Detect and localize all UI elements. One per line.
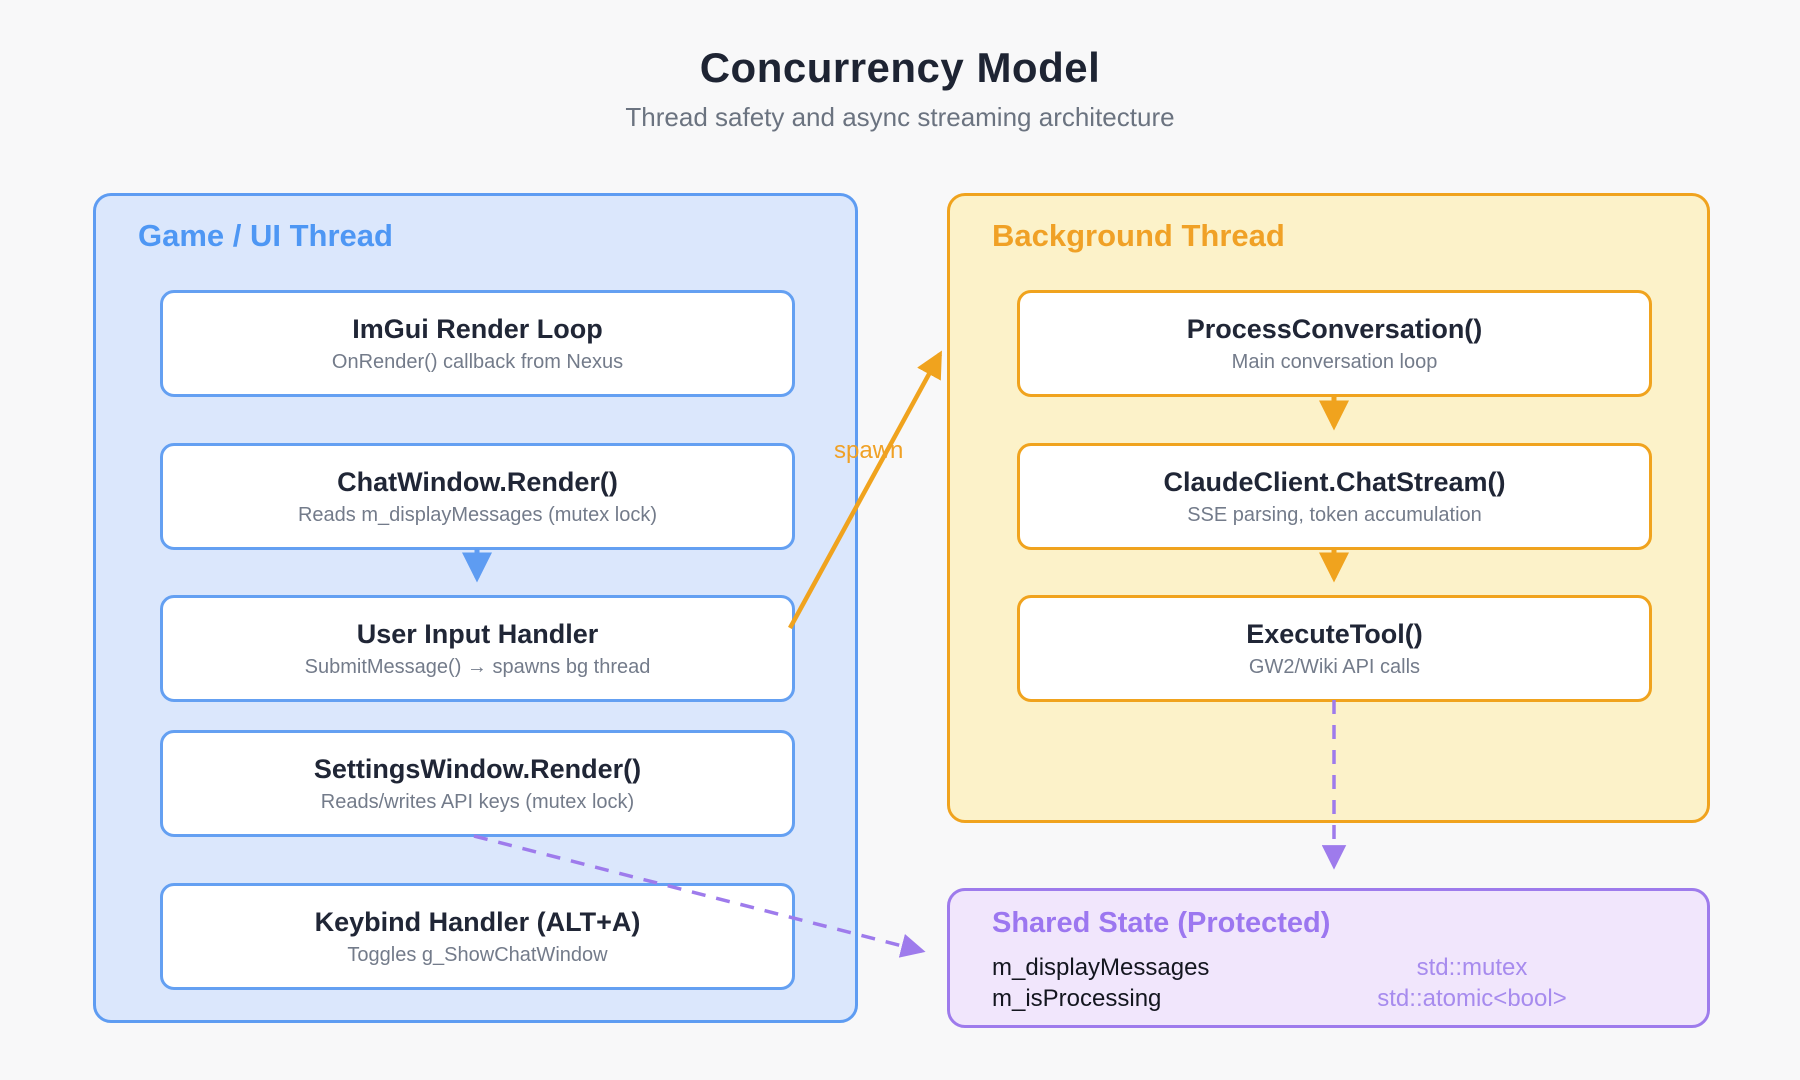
panel-game-ui-thread: Game / UI Thread ImGui Render Loop OnRen… [93,193,858,1023]
node-subtitle: Reads/writes API keys (mutex lock) [320,790,635,813]
panel-game-ui-thread-title: Game / UI Thread [138,218,393,253]
node-subtitle: GW2/Wiki API calls [1248,655,1421,678]
panel-background-thread: Background Thread ProcessConversation() … [947,193,1710,823]
node-title: ChatWindow.Render() [337,466,618,497]
node-title: ClaudeClient.ChatStream() [1163,466,1506,497]
node-subtitle: SubmitMessage() → spawns bg thread [304,655,651,678]
node-imgui-render-loop: ImGui Render Loop OnRender() callback fr… [160,290,795,397]
shared-variable-name: m_isProcessing [992,985,1162,1012]
shared-state-title: Shared State (Protected) [992,907,1331,939]
node-subtitle: Reads m_displayMessages (mutex lock) [297,503,658,526]
shared-variable-type: std::atomic<bool> [1377,985,1567,1012]
spawn-arrow-label: spawn [834,437,904,464]
node-title: ImGui Render Loop [352,313,603,344]
page-subtitle: Thread safety and async streaming archit… [625,102,1175,132]
shared-variable-type: std::mutex [1416,954,1528,981]
panel-background-thread-title: Background Thread [992,218,1285,253]
node-title: Keybind Handler (ALT+A) [314,906,641,937]
node-title: ExecuteTool() [1246,618,1423,649]
node-title: SettingsWindow.Render() [313,753,642,784]
page-title: Concurrency Model [699,44,1101,91]
node-settingswindow-render: SettingsWindow.Render() Reads/writes API… [160,730,795,837]
node-subtitle: SSE parsing, token accumulation [1187,503,1482,526]
node-title: ProcessConversation() [1186,313,1483,344]
node-user-input-handler: User Input Handler SubmitMessage() → spa… [160,595,795,702]
node-title: User Input Handler [356,618,599,649]
node-subtitle: Toggles g_ShowChatWindow [347,943,608,966]
shared-state-box: Shared State (Protected) m_displayMessag… [947,888,1710,1028]
node-process-conversation: ProcessConversation() Main conversation … [1017,290,1652,397]
shared-state-row: m_displayMessages std::mutex [992,952,1707,983]
shared-state-row: m_isProcessing std::atomic<bool> [992,983,1707,1014]
node-chatwindow-render: ChatWindow.Render() Reads m_displayMessa… [160,443,795,550]
node-subtitle: OnRender() callback from Nexus [331,350,624,373]
node-subtitle: Main conversation loop [1231,350,1438,373]
shared-variable-name: m_displayMessages [992,954,1210,981]
node-claudeclient-chatstream: ClaudeClient.ChatStream() SSE parsing, t… [1017,443,1652,550]
node-execute-tool: ExecuteTool() GW2/Wiki API calls [1017,595,1652,702]
node-keybind-handler: Keybind Handler (ALT+A) Toggles g_ShowCh… [160,883,795,990]
